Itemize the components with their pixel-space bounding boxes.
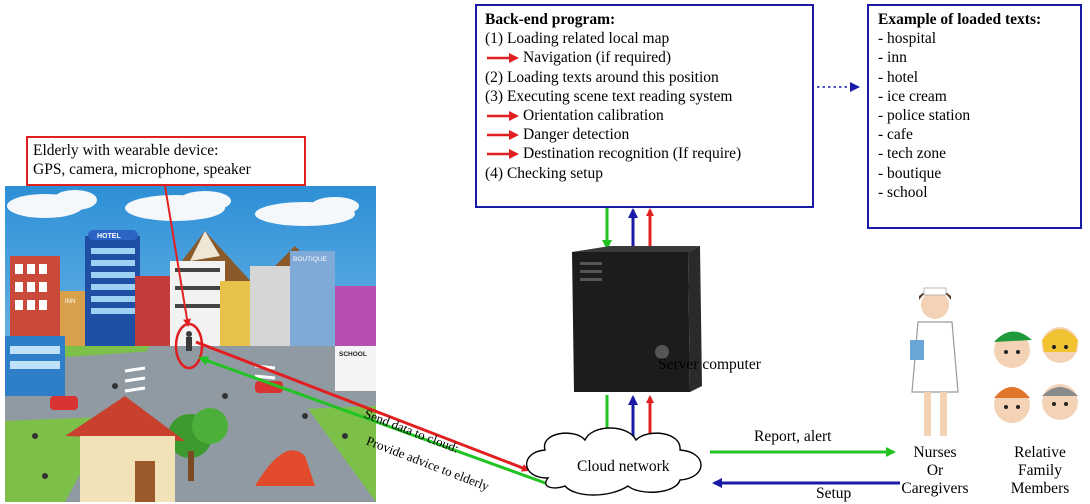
inn-sign: INN	[65, 299, 75, 305]
family-members-icon	[994, 327, 1078, 423]
backend-substep: Danger detection	[485, 125, 812, 144]
city-scene-image: INN HOTEL BOUTIQUE SCHOOL	[5, 186, 376, 502]
nurses-label-line2: Or	[926, 462, 944, 479]
nurses-label-line3: Caregivers	[901, 480, 969, 497]
setup-label: Setup	[816, 485, 852, 502]
example-text-item: - cafe	[878, 126, 913, 144]
elderly-label-line1: Elderly with wearable device:	[33, 142, 219, 159]
example-text-item: - boutique	[878, 164, 942, 182]
red-arrow-icon	[487, 53, 519, 64]
nurses-label-line1: Nurses	[913, 444, 957, 461]
cloud-network-label: Cloud network	[577, 458, 670, 475]
backend-title: Back-end program:	[485, 11, 616, 28]
hotel-sign: HOTEL	[97, 233, 121, 240]
family-label-line2: Family	[1018, 462, 1062, 479]
backend-line-text: (2) Loading texts around this position	[485, 68, 719, 86]
backend-step: (3) Executing scene text reading system	[485, 87, 812, 106]
example-text-item: - hotel	[878, 68, 919, 86]
example-text-item: - hospital	[878, 30, 937, 48]
example-text-item: - police station	[878, 107, 971, 125]
backend-program-box: Back-end program: (1) Loading related lo…	[475, 4, 814, 208]
red-arrow-icon	[487, 111, 519, 122]
family-label-line1: Relative	[1014, 444, 1066, 461]
backend-substep: Orientation calibration	[485, 106, 812, 125]
backend-line-text: Destination recognition (If require)	[523, 145, 742, 163]
provide-advice-arrow	[198, 356, 549, 486]
backend-step: (4) Checking setup	[485, 164, 812, 183]
backend-line-text: Orientation calibration	[523, 107, 664, 125]
backend-step: (1) Loading related local map	[485, 29, 812, 48]
example-text-item: - inn	[878, 49, 907, 67]
boutique-sign: BOUTIQUE	[293, 256, 328, 263]
cloud-network-shape	[526, 427, 702, 496]
examples-title: Example of loaded texts:	[878, 11, 1042, 28]
example-text-item: - ice cream	[878, 87, 947, 105]
server-computer-icon	[572, 246, 702, 392]
backend-line-text: (1) Loading related local map	[485, 30, 670, 48]
red-arrow-icon	[487, 149, 519, 160]
backend-line-text: Navigation (if required)	[523, 49, 672, 67]
nurses-label: Nurses Or Caregivers	[895, 444, 975, 498]
elderly-label-line2: GPS, camera, microphone, speaker	[33, 161, 251, 179]
send-data-arrow	[195, 340, 530, 472]
example-texts-list: - hospital- inn- hotel- ice cream - polic…	[878, 29, 1080, 202]
backend-line-text: (4) Checking setup	[485, 164, 603, 182]
red-arrow-icon	[487, 130, 519, 141]
backend-substep: Navigation (if required)	[485, 48, 812, 67]
server-computer-label: Server computer	[658, 356, 761, 373]
elderly-device-label: Elderly with wearable device: GPS, camer…	[26, 136, 306, 186]
example-text-item: - tech zone	[878, 145, 946, 163]
report-alert-label: Report, alert	[754, 428, 832, 445]
example-text-item: - school	[878, 183, 928, 201]
example-texts-box: Example of loaded texts: - hospital- inn…	[867, 4, 1082, 229]
nurse-figure	[910, 287, 959, 436]
family-label-line3: Members	[1010, 480, 1070, 497]
family-label: Relative Family Members	[1000, 444, 1080, 498]
backend-step: (2) Loading texts around this position	[485, 68, 812, 87]
school-sign: SCHOOL	[339, 351, 367, 358]
elderly-pointer-arrow	[164, 185, 191, 327]
backend-line-text: Danger detection	[523, 126, 630, 144]
backend-line-text: (3) Executing scene text reading system	[485, 87, 733, 105]
backend-substep: Destination recognition (If require)	[485, 144, 812, 163]
